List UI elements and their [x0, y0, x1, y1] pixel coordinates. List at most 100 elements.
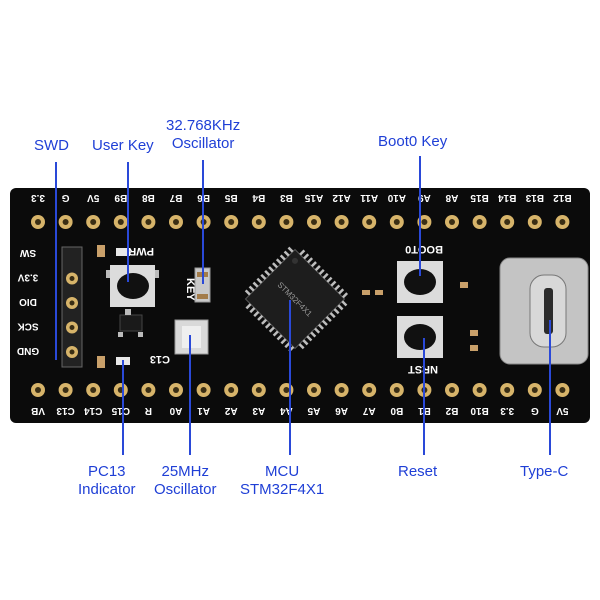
label-osc25: 25MHz Oscillator: [154, 463, 217, 499]
mcu-lead: [272, 330, 279, 337]
mcu-lead: [248, 285, 255, 292]
top-pin-label: B8: [142, 192, 155, 203]
mcu-lead: [272, 262, 279, 269]
user-key-button: [117, 273, 149, 299]
mcu-lead: [306, 335, 313, 342]
mcu-lead: [253, 311, 260, 318]
mcu-lead: [280, 338, 287, 345]
bottom-pin-hole: [255, 387, 262, 393]
swd-pin-hole: [69, 325, 75, 330]
osc25-crystal-top: [182, 326, 201, 348]
user-key-pad: [106, 270, 110, 278]
swd-pin-label: SCK: [17, 321, 39, 332]
bottom-pin-label: B10: [470, 405, 489, 416]
smd-part: [362, 290, 370, 295]
mcu-lead: [318, 268, 325, 275]
label-osc25-line1: 25MHz: [161, 463, 210, 480]
silk-nrst: NRST: [408, 363, 438, 375]
top-pin-hole: [173, 219, 179, 225]
label-osc32-line1: 32.768KHz: [166, 117, 241, 134]
top-pin-hole: [228, 219, 235, 225]
top-pin-hole: [393, 219, 400, 225]
bottom-pin-hole: [35, 387, 41, 393]
bottom-pin-hole: [531, 387, 538, 393]
mcu-lead: [310, 261, 317, 268]
swd-pin-label: 3.3V: [17, 272, 38, 283]
bottom-pin-hole: [228, 387, 235, 393]
top-pin-hole: [311, 219, 317, 225]
top-pin-label: A15: [304, 192, 323, 203]
mcu-lead: [338, 288, 345, 295]
label-mcu-line2: STM32F4X1: [240, 481, 325, 498]
label-typec: Type-C: [520, 463, 569, 480]
regulator-pin-2: [118, 332, 123, 337]
swd-pin-label: DIO: [19, 296, 37, 307]
top-pin-hole: [421, 219, 428, 225]
label-user-key: User Key: [92, 137, 154, 154]
swd-pin-hole: [69, 276, 75, 281]
mcu-lead: [276, 334, 283, 341]
leader-lines: [55, 156, 551, 455]
pwr-led-resistor: [97, 245, 105, 257]
top-pin-hole: [476, 219, 483, 225]
top-pin-label: 3.3: [31, 192, 45, 203]
label-reset: Reset: [398, 463, 438, 480]
mcu-lead: [298, 343, 305, 350]
mcu-lead: [283, 250, 290, 257]
bottom-pin-hole: [559, 387, 566, 393]
bottom-pin-label: A6: [335, 405, 348, 416]
swd-pin-label: SW: [19, 247, 36, 258]
top-pin-label: B14: [498, 192, 517, 203]
bottom-pin-label: B2: [445, 405, 458, 416]
mcu-lead: [322, 272, 329, 279]
top-pin-label: B3: [280, 192, 293, 203]
reset-key-button: [404, 324, 436, 350]
bottom-pin-label: 5V: [556, 405, 569, 416]
mcu-lead: [326, 276, 333, 283]
mcu-lead: [337, 304, 344, 311]
mcu-lead: [317, 323, 324, 330]
mcu-lead: [341, 300, 348, 307]
mcu-lead: [261, 318, 268, 325]
top-pin-hole: [366, 219, 373, 225]
top-pin-label: 5V: [87, 192, 100, 203]
silk-boot0: BOOT0: [405, 243, 443, 255]
label-swd: SWD: [34, 137, 69, 154]
mcu-lead: [257, 314, 264, 321]
label-osc25-line2: Oscillator: [154, 481, 217, 498]
label-osc32: 32.768KHz Oscillator: [166, 117, 240, 153]
mcu-lead: [321, 319, 328, 326]
regulator-pin-3: [138, 332, 143, 337]
mcu-lead: [303, 253, 310, 260]
bottom-pin-label: A4: [280, 405, 293, 416]
bottom-pin-hole: [62, 387, 69, 393]
top-pin-label: A11: [360, 192, 378, 203]
top-pin-header: 3.3G5VB9B8B7B6B5B4B3A15A12A11A10A9A8B15B…: [31, 192, 572, 229]
top-pin-hole: [62, 219, 69, 225]
pwr-led: [116, 248, 130, 256]
mcu-lead: [268, 326, 275, 333]
mcu-lead: [256, 277, 263, 284]
bottom-pin-hole: [366, 387, 373, 393]
smd-part-3: [460, 282, 468, 288]
bottom-pin-hole: [90, 387, 97, 393]
mcu-lead: [314, 265, 321, 272]
bottom-pin-hole: [476, 387, 483, 393]
bottom-pin-label: C15: [111, 405, 130, 416]
mcu-lead: [329, 312, 336, 319]
mcu-lead: [244, 289, 251, 296]
silk-key: KEY: [184, 278, 196, 301]
mcu-lead: [275, 258, 282, 265]
silk-c13: C13: [150, 353, 170, 365]
top-pin-label: A8: [445, 192, 458, 203]
label-mcu: MCU STM32F4X1: [240, 463, 324, 499]
mcu-lead: [330, 280, 337, 287]
bottom-pin-label: B0: [390, 405, 403, 416]
mcu-lead: [287, 246, 294, 253]
bottom-pin-label: VB: [31, 405, 45, 416]
mcu-lead: [245, 303, 252, 310]
typec-tongue: [544, 288, 553, 334]
top-pin-hole: [283, 219, 290, 225]
